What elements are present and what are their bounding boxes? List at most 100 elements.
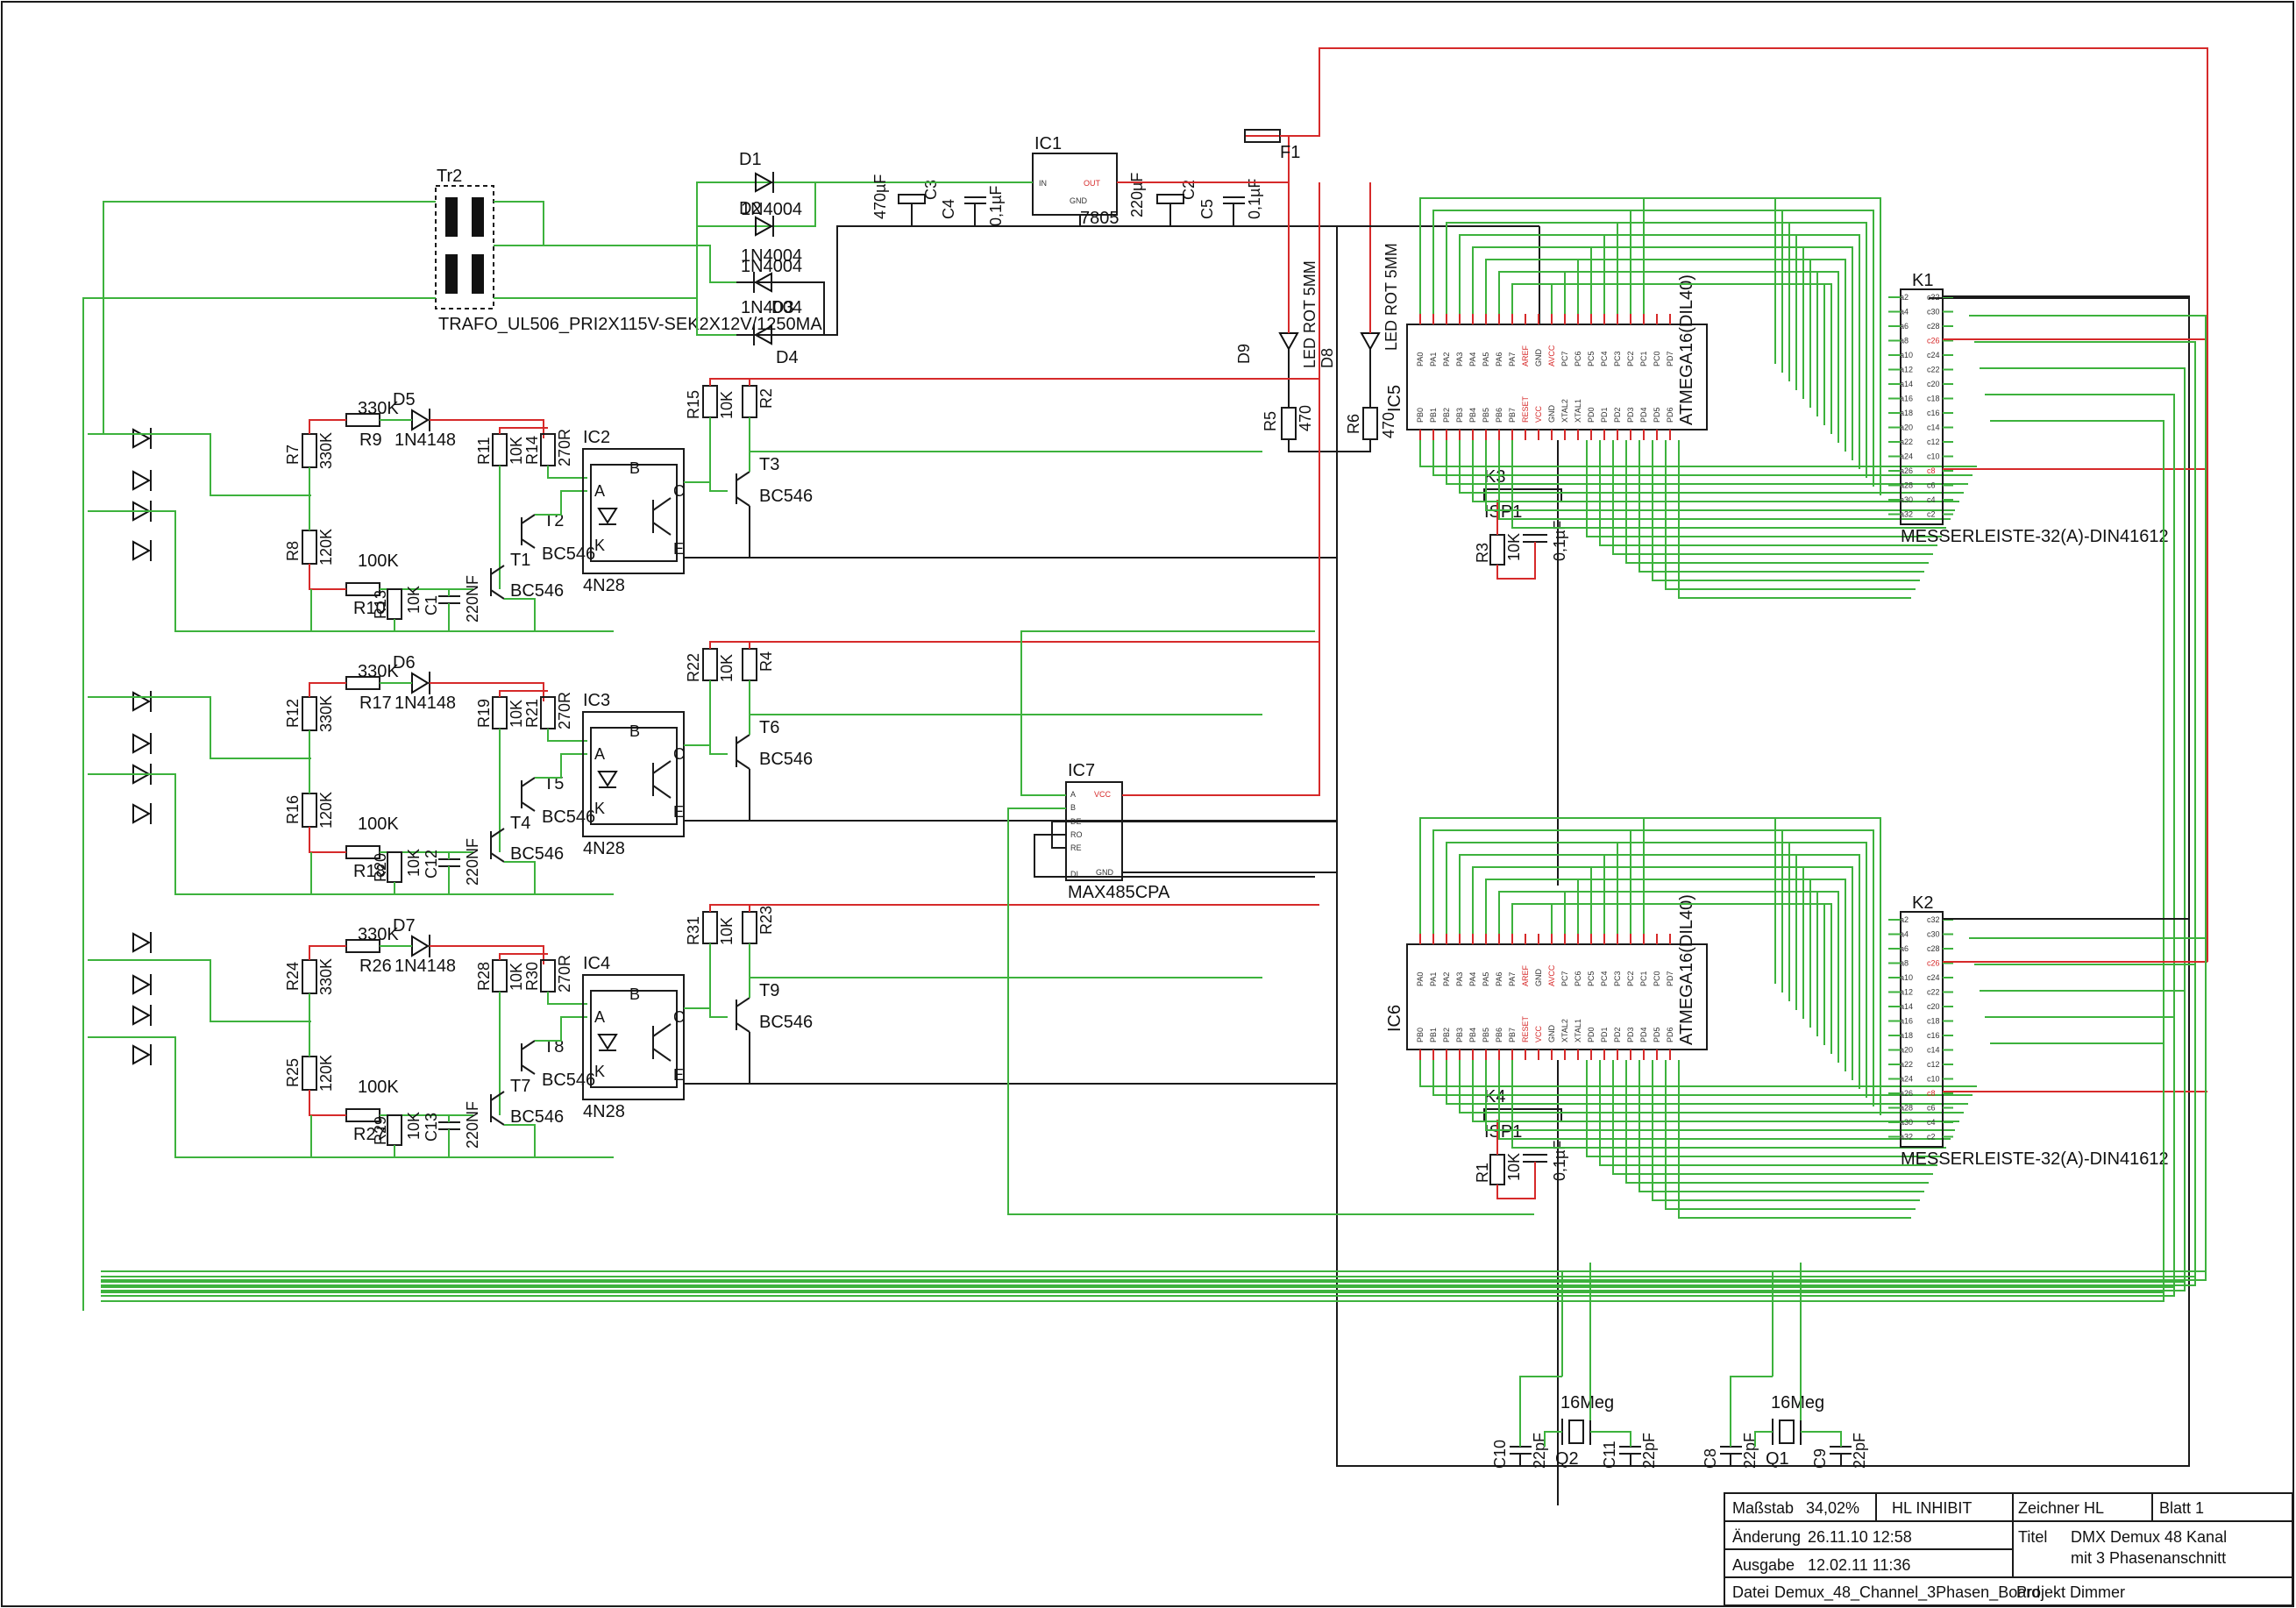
svg-text:T3: T3 bbox=[759, 455, 779, 474]
svg-text:10K: 10K bbox=[1505, 533, 1523, 561]
svg-text:10K: 10K bbox=[508, 437, 525, 465]
svg-text:D8: D8 bbox=[1319, 348, 1336, 368]
tb-titel1: DMX Demux 48 Kanal bbox=[2071, 1528, 2227, 1546]
regulator-ic1 bbox=[1032, 153, 1118, 216]
svg-text:VCC: VCC bbox=[1534, 1025, 1543, 1042]
svg-text:PB2: PB2 bbox=[1442, 408, 1451, 423]
svg-text:PA6: PA6 bbox=[1495, 352, 1503, 366]
svg-text:PC2: PC2 bbox=[1626, 971, 1635, 986]
svg-text:330K: 330K bbox=[358, 399, 399, 418]
tb-hl: HL INHIBIT bbox=[1892, 1499, 1972, 1517]
svg-text:D7: D7 bbox=[393, 916, 416, 936]
svg-text:PB6: PB6 bbox=[1495, 408, 1503, 423]
svg-text:PC7: PC7 bbox=[1560, 351, 1569, 366]
svg-text:C3: C3 bbox=[922, 180, 940, 200]
svg-text:K: K bbox=[594, 800, 605, 817]
svg-text:T7: T7 bbox=[510, 1077, 530, 1096]
svg-text:a26: a26 bbox=[1900, 466, 1913, 475]
svg-text:4N28: 4N28 bbox=[583, 839, 625, 858]
svg-text:K: K bbox=[594, 537, 605, 554]
svg-text:c6: c6 bbox=[1927, 1104, 1936, 1113]
tb-aenderung-label: Änderung bbox=[1732, 1528, 1801, 1546]
svg-text:GND: GND bbox=[1534, 969, 1543, 987]
svg-text:a24: a24 bbox=[1900, 452, 1913, 461]
svg-text:a4: a4 bbox=[1900, 930, 1909, 939]
input-diode bbox=[132, 691, 152, 712]
svg-text:IC6: IC6 bbox=[1385, 1005, 1404, 1032]
svg-text:a30: a30 bbox=[1900, 1118, 1913, 1127]
svg-text:c4: c4 bbox=[1927, 495, 1936, 504]
svg-text:a10: a10 bbox=[1900, 351, 1913, 359]
svg-text:R23: R23 bbox=[757, 906, 775, 935]
svg-text:C13: C13 bbox=[423, 1113, 440, 1142]
svg-text:10K: 10K bbox=[508, 700, 525, 728]
svg-text:A: A bbox=[594, 482, 605, 500]
svg-text:a22: a22 bbox=[1900, 1060, 1913, 1069]
svg-text:T9: T9 bbox=[759, 981, 779, 1000]
svg-text:10K: 10K bbox=[718, 917, 736, 945]
svg-text:a6: a6 bbox=[1900, 322, 1909, 331]
svg-text:PD7: PD7 bbox=[1666, 351, 1674, 366]
resistor-rin bbox=[302, 696, 317, 731]
svg-text:4N28: 4N28 bbox=[583, 1102, 625, 1121]
svg-text:270R: 270R bbox=[556, 955, 573, 993]
diode-d2: D2 1N4004 1N4004 bbox=[739, 199, 802, 266]
svg-text:PD1: PD1 bbox=[1600, 1027, 1609, 1042]
svg-text:1N4004: 1N4004 bbox=[741, 257, 802, 276]
svg-text:c8: c8 bbox=[1927, 466, 1936, 475]
svg-text:7805: 7805 bbox=[1080, 209, 1120, 228]
tb-zeichner: Zeichner HL bbox=[2018, 1499, 2104, 1517]
input-diode bbox=[132, 974, 152, 995]
svg-text:GND: GND bbox=[1070, 196, 1088, 205]
svg-text:R2: R2 bbox=[757, 388, 775, 409]
svg-text:100K: 100K bbox=[358, 551, 399, 571]
svg-text:C1: C1 bbox=[423, 595, 440, 615]
svg-text:C9: C9 bbox=[1811, 1448, 1829, 1469]
svg-text:1N4148: 1N4148 bbox=[395, 430, 456, 450]
svg-text:PC3: PC3 bbox=[1613, 971, 1622, 986]
svg-text:MESSERLEISTE-32(A)-DIN41612: MESSERLEISTE-32(A)-DIN41612 bbox=[1901, 527, 2169, 546]
svg-text:PA1: PA1 bbox=[1429, 972, 1438, 986]
svg-text:C: C bbox=[673, 482, 685, 500]
svg-text:c30: c30 bbox=[1927, 308, 1940, 317]
svg-text:BC546: BC546 bbox=[510, 844, 564, 864]
svg-text:PA1: PA1 bbox=[1429, 352, 1438, 366]
svg-text:PB5: PB5 bbox=[1482, 1028, 1490, 1042]
svg-text:16Meg: 16Meg bbox=[1560, 1393, 1614, 1412]
svg-text:c24: c24 bbox=[1927, 351, 1940, 359]
svg-text:PC2: PC2 bbox=[1626, 351, 1635, 366]
svg-text:c2: c2 bbox=[1927, 1133, 1936, 1142]
svg-text:XTAL1: XTAL1 bbox=[1574, 399, 1582, 423]
connector-2: K2MESSERLEISTE-32(A)-DIN41612a2a4a6a8a10… bbox=[101, 893, 2207, 1302]
svg-text:R1: R1 bbox=[1474, 1163, 1491, 1183]
svg-text:220NF: 220NF bbox=[464, 575, 481, 623]
svg-text:10K: 10K bbox=[718, 391, 736, 419]
diode-d3: 1N4004 1N4004 D3 bbox=[741, 257, 802, 317]
svg-text:ATMEGA16(DIL40): ATMEGA16(DIL40) bbox=[1677, 894, 1696, 1045]
svg-text:c14: c14 bbox=[1927, 1046, 1940, 1055]
svg-text:R16: R16 bbox=[284, 795, 302, 824]
svg-text:PA5: PA5 bbox=[1482, 352, 1490, 366]
svg-text:R13: R13 bbox=[372, 590, 389, 619]
svg-text:R7: R7 bbox=[284, 445, 302, 465]
diode-1n4148 bbox=[411, 672, 430, 694]
mcu-body bbox=[1406, 324, 1708, 430]
svg-text:PB1: PB1 bbox=[1429, 1028, 1438, 1042]
resistor-rc2 bbox=[742, 385, 757, 418]
svg-text:a28: a28 bbox=[1900, 481, 1913, 490]
svg-text:C: C bbox=[673, 745, 685, 763]
led-d8: D8 LED ROT 5MM bbox=[1319, 243, 1400, 368]
svg-text:PD6: PD6 bbox=[1666, 407, 1674, 423]
svg-text:470: 470 bbox=[1380, 412, 1397, 438]
svg-text:R9: R9 bbox=[359, 430, 382, 450]
svg-text:100K: 100K bbox=[358, 815, 399, 834]
svg-text:a26: a26 bbox=[1900, 1089, 1913, 1098]
svg-text:R28: R28 bbox=[475, 962, 493, 991]
tb-projekt: Projekt Dimmer bbox=[2016, 1583, 2125, 1601]
tb-blatt: Blatt 1 bbox=[2159, 1499, 2204, 1517]
svg-text:IC5: IC5 bbox=[1385, 385, 1404, 412]
svg-text:BC546: BC546 bbox=[542, 1071, 595, 1090]
